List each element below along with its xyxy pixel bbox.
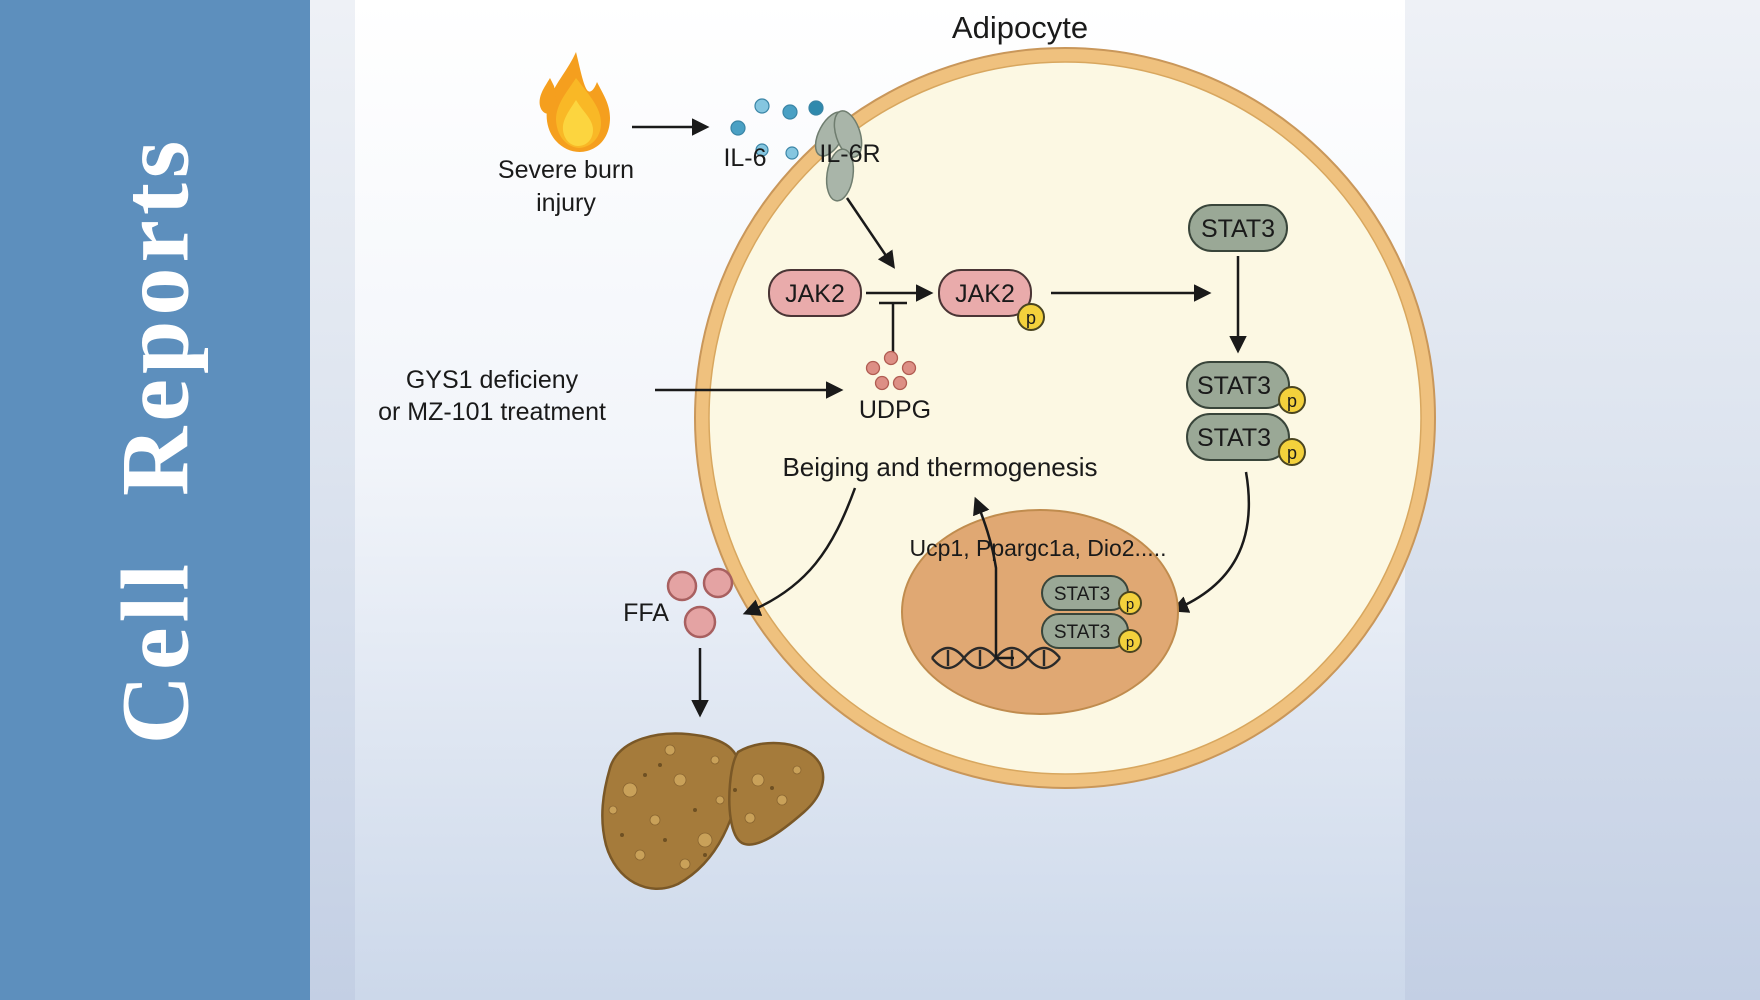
ffa-molecules [666, 567, 734, 639]
stat3-box: STAT3 [1188, 204, 1288, 252]
phospho-badge [1017, 303, 1045, 331]
arrow-receptor-to-jak2 [845, 197, 895, 269]
severe-burn-label-line1: Severe burn [498, 156, 634, 184]
jak2-phospho-box: JAK2 p [938, 269, 1045, 331]
inhibition-tbar [879, 301, 907, 354]
udpg-label: UDPG [859, 396, 931, 424]
target-genes-label: Ucp1, Ppargc1a, Dio2..... [910, 535, 1167, 561]
fire-icon [539, 52, 610, 152]
stat3-dimer-label-1: STAT3 [1197, 372, 1271, 400]
pathway-diagram: Adipocyte Severe burn injury IL-6 IL-6R [378, 10, 1436, 890]
gys1-label-line1: GYS1 deficieny [406, 366, 579, 394]
phospho-badge [1278, 438, 1306, 466]
stat3-phospho-dimer: STAT3 p STAT3 p [1186, 361, 1306, 466]
gys1-label-line2: or MZ-101 treatment [378, 398, 606, 426]
arrow-beiging-to-ffa [742, 487, 857, 616]
nuclear-stat3-dimer: STAT3 p STAT3 p [1041, 575, 1142, 653]
phospho-badge-label: p [1126, 596, 1134, 613]
stat3-label: STAT3 [1201, 215, 1275, 243]
jak2-phospho-label: JAK2 [955, 280, 1015, 308]
nucleus [901, 509, 1179, 715]
journal-title: Cell Reports [101, 135, 209, 745]
nuclear-stat3-label-1: STAT3 [1054, 584, 1110, 605]
phospho-badge-label: p [1126, 634, 1134, 651]
phospho-badge [1118, 629, 1142, 653]
journal-sidebar: Cell Reports [0, 0, 310, 1000]
phospho-badge [1118, 591, 1142, 615]
il6r-receptor-icon [814, 110, 863, 202]
udpg-molecules [865, 350, 917, 391]
nuclear-stat3-label-2: STAT3 [1054, 622, 1110, 643]
il6r-label: IL-6R [819, 140, 880, 168]
il6-label: IL-6 [723, 144, 766, 172]
jak2-label: JAK2 [785, 280, 845, 308]
jak2-box: JAK2 [768, 269, 862, 317]
arrow-dimer-to-nucleus [1170, 471, 1251, 613]
arrow-transcription-to-beiging [973, 496, 1014, 660]
ffa-label: FFA [623, 599, 669, 627]
il6-molecules [730, 98, 824, 160]
liver-icon [601, 732, 825, 890]
beiging-label: Beiging and thermogenesis [782, 452, 1097, 482]
phospho-badge [1278, 386, 1306, 414]
liver-specks [620, 763, 774, 857]
phospho-badge-label: p [1026, 308, 1036, 328]
liver-texture [608, 744, 802, 870]
adipocyte-label: Adipocyte [952, 10, 1088, 45]
stat3-dimer-label-2: STAT3 [1197, 424, 1271, 452]
severe-burn-label-line2: injury [536, 189, 596, 217]
phospho-badge-label: p [1287, 391, 1297, 411]
phospho-badge-label: p [1287, 443, 1297, 463]
